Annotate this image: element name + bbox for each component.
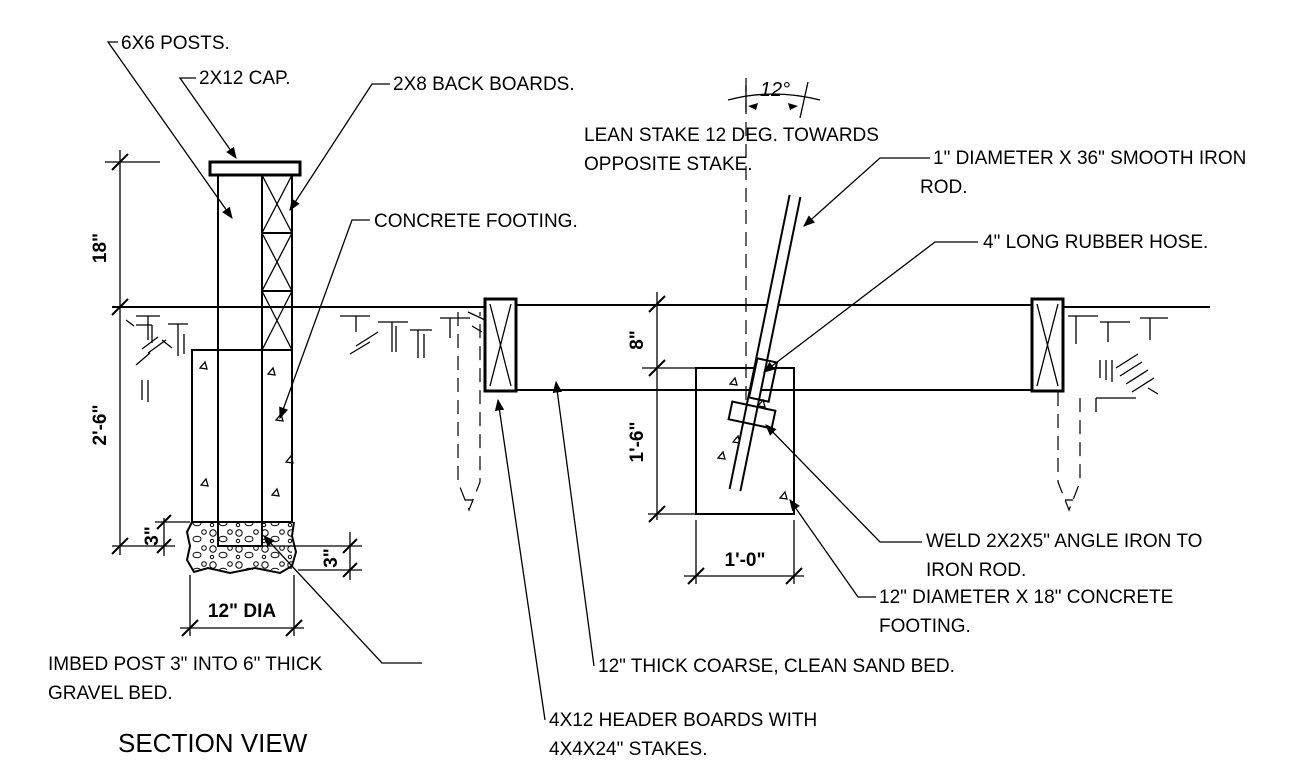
dim-gravel-right (262, 532, 362, 580)
dim-footing-dia-label: 12" DIA (208, 601, 276, 622)
label-cap: 2X12 CAP. (199, 68, 291, 89)
gravel-bed (185, 521, 298, 575)
angle-indicator (727, 81, 821, 119)
section-view-title: SECTION VIEW (118, 728, 308, 758)
header-stake-left (457, 312, 481, 512)
label-footing12-1: 12" DIAMETER X 18" CONCRETE (879, 587, 1173, 608)
label-iron-rod-2: ROD. (920, 177, 968, 198)
label-rubber-hose: 4" LONG RUBBER HOSE. (983, 232, 1208, 253)
header-board-right (1030, 297, 1065, 393)
angle-iron (727, 400, 777, 430)
label-weld-1: WELD 2X2X5" ANGLE IRON TO (926, 531, 1202, 552)
label-posts: 6X6 POSTS. (121, 33, 230, 54)
back-boards (261, 174, 293, 351)
label-weld-2: IRON ROD. (926, 560, 1026, 581)
dim-footing-dia (180, 575, 304, 637)
label-sand-bed: 12" THICK COARSE, CLEAN SAND BED. (598, 656, 955, 677)
dim-2-6-label: 2'-6" (90, 405, 111, 446)
label-lean-stake-2: OPPOSITE STAKE. (584, 154, 753, 175)
dim-gravel-left-label: 3" (142, 526, 163, 546)
post (217, 174, 263, 547)
label-lean-stake-1: LEAN STAKE 12 DEG. TOWARDS (584, 125, 879, 146)
dim-gravel-right-label: 3" (321, 548, 342, 568)
label-footing12-2: FOOTING. (879, 616, 971, 637)
post-cap (208, 160, 302, 177)
earth-hatch-right (1068, 315, 1168, 412)
leader-lines (106, 41, 978, 721)
label-iron-rod-1: 1" DIAMETER X 36" SMOOTH IRON (933, 148, 1246, 169)
header-stake-right (1057, 392, 1081, 512)
dim-1-6-label: 1'-6" (627, 422, 648, 463)
iron-rod (728, 194, 802, 492)
angle-label: 12° (760, 79, 790, 101)
header-board-left (483, 297, 518, 393)
earth-hatch-left (125, 315, 188, 402)
concrete-footing (191, 349, 294, 523)
label-concrete-footing: CONCRETE FOOTING. (374, 211, 578, 232)
dim-8-label: 8" (627, 330, 648, 350)
label-imbed-1: IMBED POST 3" INTO 6" THICK (48, 654, 323, 675)
label-header-2: 4X4X24" STAKES. (549, 739, 707, 760)
dim-gravel-left (155, 514, 190, 556)
dim-stake-width (684, 520, 804, 585)
rubber-hose (747, 357, 779, 403)
dim-18-label: 18" (90, 233, 111, 263)
dim-post-vertical (105, 150, 175, 555)
label-back-boards: 2X8 BACK BOARDS. (393, 74, 575, 95)
earth-hatch-mid (340, 315, 483, 358)
dim-1-0-label: 1'-0" (725, 550, 766, 571)
label-imbed-2: GRAVEL BED. (48, 683, 173, 704)
label-header-1: 4X12 HEADER BOARDS WITH (549, 710, 817, 731)
dim-sand-depth (642, 292, 696, 523)
